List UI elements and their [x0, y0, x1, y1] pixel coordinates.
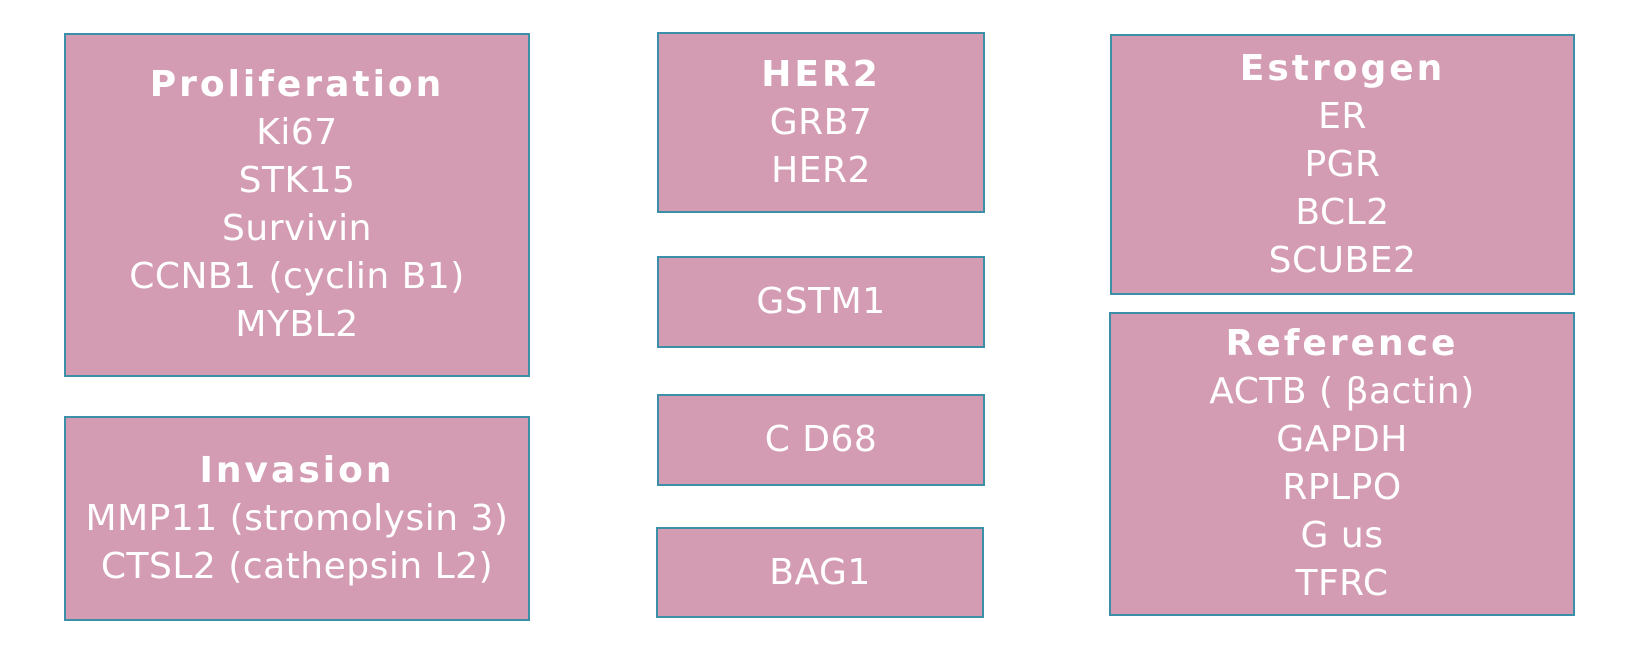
- gstm1-box: GSTM1: [657, 256, 985, 348]
- gene-label: G us: [1300, 515, 1384, 556]
- gene-label: TFRC: [1295, 563, 1389, 604]
- gene-label: ER: [1318, 95, 1367, 137]
- gene-label: RPLPO: [1282, 467, 1402, 508]
- gene-label: BCL2: [1295, 191, 1390, 233]
- estrogen-title: Estrogen: [1239, 47, 1446, 89]
- estrogen-box: Estrogen ER PGR BCL2 SCUBE2: [1110, 34, 1575, 295]
- cd68-box: C D68: [657, 394, 985, 486]
- gene-label: C D68: [764, 419, 878, 460]
- her2-title: HER2: [761, 53, 881, 95]
- bag1-box: BAG1: [656, 527, 984, 618]
- gene-label: Ki67: [256, 112, 338, 153]
- gene-label: BAG1: [769, 551, 871, 593]
- gene-label: GRB7: [769, 101, 873, 143]
- gene-label: ACTB ( βactin): [1209, 371, 1475, 412]
- gene-label: CTSL2 (cathepsin L2): [100, 545, 494, 587]
- proliferation-title: Proliferation: [149, 64, 445, 105]
- gene-label: STK15: [238, 160, 356, 201]
- gene-label: PGR: [1304, 143, 1381, 185]
- reference-box: Reference ACTB ( βactin) GAPDH RPLPO G u…: [1109, 312, 1575, 616]
- gene-label: GAPDH: [1276, 419, 1408, 460]
- gene-label: HER2: [771, 149, 871, 191]
- invasion-title: Invasion: [199, 449, 395, 491]
- gene-label: Survivin: [222, 208, 372, 249]
- gene-label: GSTM1: [756, 281, 886, 322]
- gene-label: CCNB1 (cyclin B1): [129, 256, 465, 297]
- gene-label: SCUBE2: [1268, 239, 1417, 281]
- proliferation-box: Proliferation Ki67 STK15 Survivin CCNB1 …: [64, 33, 530, 377]
- reference-title: Reference: [1225, 323, 1459, 364]
- invasion-box: Invasion MMP11 (stromolysin 3) CTSL2 (ca…: [64, 416, 530, 621]
- gene-label: MMP11 (stromolysin 3): [85, 497, 509, 539]
- gene-label: MYBL2: [235, 304, 359, 345]
- her2-box: HER2 GRB7 HER2: [657, 32, 985, 213]
